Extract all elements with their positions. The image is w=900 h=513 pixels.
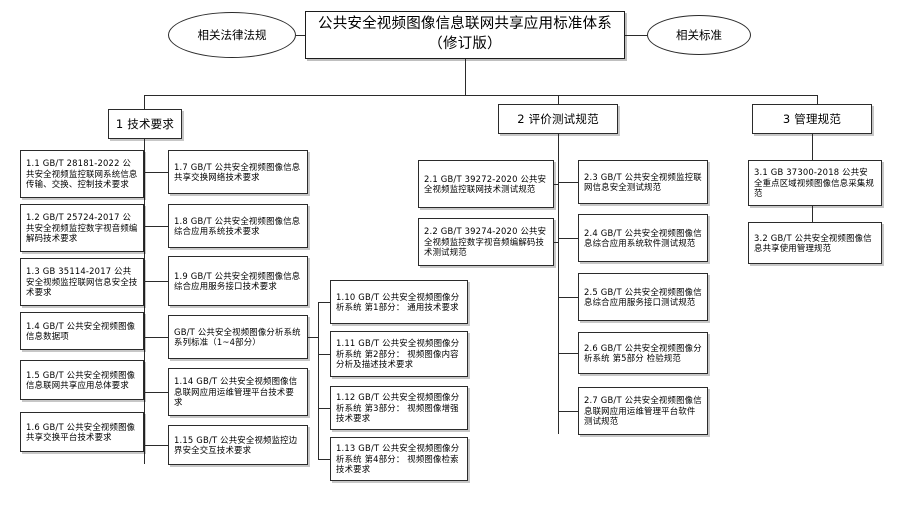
connector-stub-1-9 [144,281,168,282]
leaf-box-2-3: 2.3 GB/T 公共安全视频监控联网信息安全测试规范 [578,160,708,204]
leaf-label-1-5: 1.5 GB/T 公共安全视频图像信息联网共享应用总体要求 [26,369,136,391]
connector-cat1-drop [144,95,145,109]
connector-cat2-spine [558,134,559,434]
leaf-label-1-15: 1.15 GB/T 公共安全视频监控边界安全交互技术要求 [174,434,298,456]
connector-stub-1-12 [318,408,330,409]
connector-stub-2-6 [558,353,578,354]
leaf-box-2-2: 2.2 GB/T 39274-2020 公共安全视频监控数字视音频编解码技术测试… [418,218,554,266]
leaf-box-1-14: 1.14 GB/T 公共安全视频图像信息联网应用运维管理平台技术要求 [168,368,308,416]
leaf-box-series-analysis: GB/T 公共安全视频图像分析系统系列标准（1~4部分） [168,315,308,359]
connector-series-out [308,337,318,338]
leaf-box-2-7: 2.7 GB/T 公共安全视频图像信息联网应用运维管理平台软件测试规范 [578,387,708,435]
leaf-box-1-7: 1.7 GB/T 公共安全视频图像信息共享交换网络技术要求 [168,150,308,194]
connector-cat2-spine-lower [558,411,559,412]
category-box-2: 2 评价测试规范 [498,104,618,134]
leaf-label-series-analysis: GB/T 公共安全视频图像分析系统系列标准（1~4部分） [174,326,301,348]
leaf-box-3-1: 3.1 GB 37300-2018 公共安全重点区域视频图像信息采集规范 [748,160,882,206]
connector-stub-series [144,337,168,338]
leaf-box-2-4: 2.4 GB/T 公共安全视频图像信息综合应用系统软件测试规范 [578,214,708,262]
connector-stub-2-2 [554,242,558,243]
connector-stub-1-11 [318,354,330,355]
connector-root-trunk [465,59,466,95]
root-title-line1: 公共安全视频图像信息联网共享应用标准体系 [318,16,612,33]
related-standards-ellipse: 相关标准 [647,15,751,55]
connector-right-ellipse [625,35,647,36]
connector-stub-2-3 [558,182,578,183]
connector-left-ellipse [296,35,305,36]
connector-stub-2-7 [558,411,578,412]
connector-cat1-spine [144,139,145,464]
connector-stub-1-14 [144,392,168,393]
connector-cat3-spine [812,134,813,160]
leaf-label-1-14: 1.14 GB/T 公共安全视频图像信息联网应用运维管理平台技术要求 [174,376,298,408]
connector-stub-1-15 [144,445,168,446]
related-laws-label: 相关法律法规 [197,28,267,42]
leaf-box-1-2: 1.2 GB/T 25724-2017 公共安全视频监控数字视音频编解码技术要求 [20,204,144,252]
leaf-box-1-13: 1.13 GB/T 公共安全视频图像分析系统 第4部分： 视频图像检索技术要求 [330,437,468,481]
leaf-label-1-10: 1.10 GB/T 公共安全视频图像分析系统 第1部分： 通用技术要求 [336,291,460,313]
root-title-box: 公共安全视频图像信息联网共享应用标准体系 （修订版） [305,11,625,59]
leaf-box-1-3: 1.3 GB 35114-2017 公共安全视频监控联网信息安全技术要求 [20,258,144,306]
related-laws-ellipse: 相关法律法规 [168,12,296,58]
leaf-label-1-6: 1.6 GB/T 公共安全视频图像共享交换平台技术要求 [26,421,136,443]
leaf-box-1-4: 1.4 GB/T 公共安全视频图像信息数据项 [20,312,144,350]
connector-cat2-drop [558,95,559,109]
leaf-label-1-12: 1.12 GB/T 公共安全视频图像分析系统 第3部分： 视频图像增强技术要求 [336,392,460,424]
leaf-label-2-1: 2.1 GB/T 39272-2020 公共安全视频监控联网技术测试规范 [424,173,547,195]
category-label-2: 2 评价测试规范 [517,111,599,126]
leaf-box-1-1: 1.1 GB/T 28181-2022 公共安全视频监控联网系统信息传输、交换、… [20,150,144,198]
connector-stub-1-7 [144,172,168,173]
leaf-label-1-1: 1.1 GB/T 28181-2022 公共安全视频监控联网系统信息传输、交换、… [26,158,138,190]
root-title-line2: （修订版） [428,36,502,52]
connector-stub-2-5 [558,297,578,298]
leaf-label-2-4: 2.4 GB/T 公共安全视频图像信息综合应用系统软件测试规范 [584,227,702,249]
leaf-label-2-6: 2.6 GB/T 公共安全视频图像分析系统 第5部分 检验规范 [584,342,702,364]
leaf-label-2-2: 2.2 GB/T 39274-2020 公共安全视频监控数字视音频编解码技术测试… [424,226,547,258]
leaf-box-1-12: 1.12 GB/T 公共安全视频图像分析系统 第3部分： 视频图像增强技术要求 [330,386,468,430]
leaf-label-3-1: 3.1 GB 37300-2018 公共安全重点区域视频图像信息采集规范 [754,167,875,199]
leaf-label-1-4: 1.4 GB/T 公共安全视频图像信息数据项 [26,320,136,342]
leaf-box-1-15: 1.15 GB/T 公共安全视频监控边界安全交互技术要求 [168,425,308,465]
leaf-box-1-11: 1.11 GB/T 公共安全视频图像分析系统 第2部分： 视频图像内容分析及描述… [330,331,468,377]
leaf-label-2-5: 2.5 GB/T 公共安全视频图像信息综合应用服务接口测试规范 [584,286,702,308]
leaf-label-1-7: 1.7 GB/T 公共安全视频图像信息共享交换网络技术要求 [174,161,301,183]
leaf-label-1-3: 1.3 GB 35114-2017 公共安全视频监控联网信息安全技术要求 [26,266,138,298]
leaf-box-1-10: 1.10 GB/T 公共安全视频图像分析系统 第1部分： 通用技术要求 [330,280,468,324]
leaf-box-2-6: 2.6 GB/T 公共安全视频图像分析系统 第5部分 检验规范 [578,332,708,374]
leaf-label-2-3: 2.3 GB/T 公共安全视频监控联网信息安全测试规范 [584,171,702,193]
leaf-box-1-8: 1.8 GB/T 公共安全视频图像信息综合应用系统技术要求 [168,204,308,248]
related-standards-label: 相关标准 [676,28,722,42]
connector-stub-1-10 [318,302,330,303]
leaf-label-1-8: 1.8 GB/T 公共安全视频图像信息综合应用系统技术要求 [174,215,301,237]
connector-3-1-to-3-2 [812,206,813,222]
leaf-label-1-13: 1.13 GB/T 公共安全视频图像分析系统 第4部分： 视频图像检索技术要求 [336,443,460,475]
leaf-label-3-2: 3.2 GB/T 公共安全视频图像信息共享使用管理规范 [754,232,872,254]
leaf-box-2-1: 2.1 GB/T 39272-2020 公共安全视频监控联网技术测试规范 [418,160,554,208]
category-box-1: 1 技术要求 [108,109,182,139]
connector-stub-2-1 [554,184,558,185]
leaf-box-1-5: 1.5 GB/T 公共安全视频图像信息联网共享应用总体要求 [20,360,144,400]
connector-stub-1-13 [318,459,330,460]
category-label-1: 1 技术要求 [115,116,175,131]
connector-category-bus [144,95,817,96]
connector-stub-2-4 [558,238,578,239]
connector-col3-spine [318,302,319,459]
leaf-box-1-9: 1.9 GB/T 公共安全视频图像信息综合应用服务接口技术要求 [168,256,308,306]
leaf-box-3-2: 3.2 GB/T 公共安全视频图像信息共享使用管理规范 [748,222,882,264]
leaf-box-1-6: 1.6 GB/T 公共安全视频图像共享交换平台技术要求 [20,412,144,452]
category-box-3: 3 管理规范 [752,104,872,134]
leaf-box-2-5: 2.5 GB/T 公共安全视频图像信息综合应用服务接口测试规范 [578,273,708,321]
leaf-label-1-2: 1.2 GB/T 25724-2017 公共安全视频监控数字视音频编解码技术要求 [26,212,138,244]
connector-cat3-drop [817,95,818,109]
leaf-label-1-11: 1.11 GB/T 公共安全视频图像分析系统 第2部分： 视频图像内容分析及描述… [336,338,460,370]
leaf-label-1-9: 1.9 GB/T 公共安全视频图像信息综合应用服务接口技术要求 [174,270,301,292]
category-label-3: 3 管理规范 [782,111,842,126]
connector-stub-1-8 [144,226,168,227]
leaf-label-2-7: 2.7 GB/T 公共安全视频图像信息联网应用运维管理平台软件测试规范 [584,395,702,427]
